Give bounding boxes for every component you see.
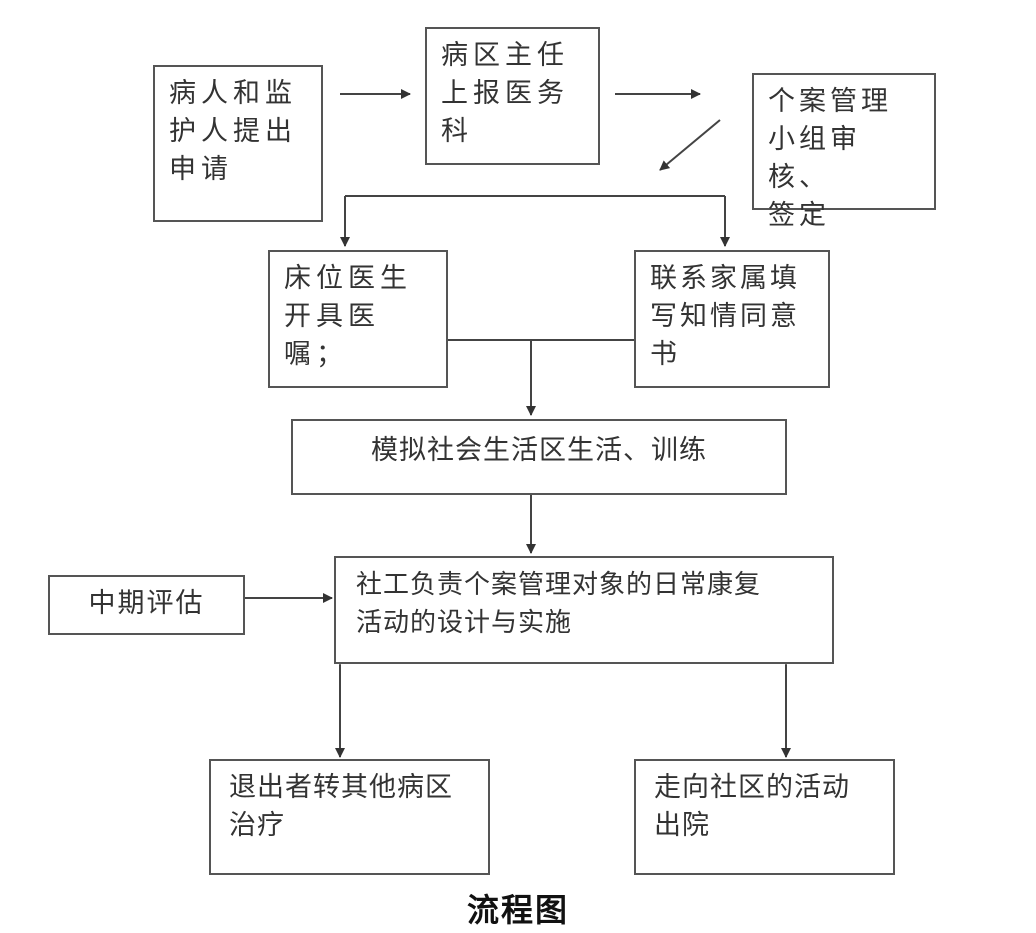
box-doctor: 床位医生 开具医嘱；: [268, 250, 448, 388]
box-review: 个案管理 小组审核、 签定: [752, 73, 936, 231]
box-midterm: 中期评估: [48, 575, 245, 635]
arrow-review-to-split: [659, 119, 721, 171]
diagram-caption: 流程图: [466, 891, 569, 929]
box-simulate: 模拟社会生活区生活、训练: [291, 419, 787, 495]
box-apply: 病人和监 护人提出 申请: [153, 65, 323, 222]
box-discharge: 走向社区的活动 出院: [634, 759, 895, 875]
box-report: 病区主任 上报医务 科: [425, 27, 600, 165]
box-family: 联系家属填 写知情同意 书: [634, 250, 830, 388]
box-socialwork: 社工负责个案管理对象的日常康复 活动的设计与实施: [334, 556, 834, 664]
box-exit-transfer: 退出者转其他病区 治疗: [209, 759, 490, 875]
